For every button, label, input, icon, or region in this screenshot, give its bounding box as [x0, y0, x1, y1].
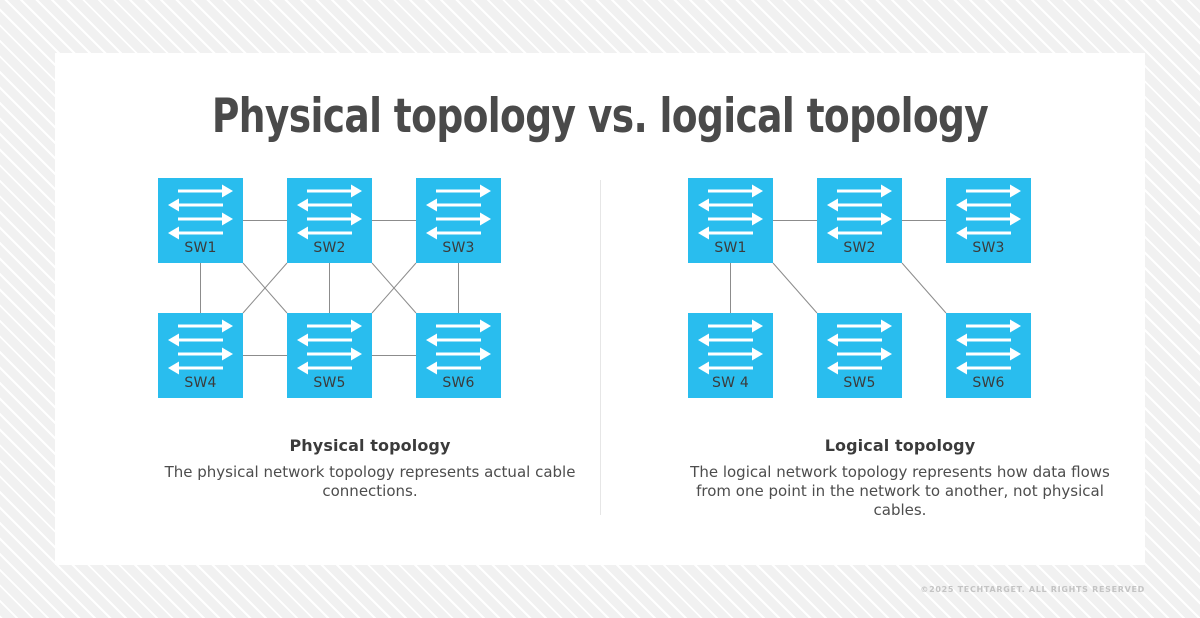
network-switch-icon	[166, 184, 235, 240]
page-title: Physical topology vs. logical topology	[211, 89, 989, 144]
network-switch-icon	[696, 319, 765, 375]
panel-logical-topology: SW1 SW2 SW3 SW 4 SW5 SW6 Logical topology The…	[680, 178, 1120, 538]
switch-node-sw2[interactable]: SW2	[817, 178, 902, 263]
switch-label: SW1	[184, 240, 217, 256]
switch-label: SW1	[714, 240, 747, 256]
switch-node-sw3[interactable]: SW3	[946, 178, 1031, 263]
network-switch-icon	[424, 319, 493, 375]
switch-label: SW4	[184, 375, 217, 391]
switch-node-sw6[interactable]: SW6	[416, 313, 501, 398]
switch-label: SW5	[843, 375, 876, 391]
network-switch-icon	[825, 184, 894, 240]
switch-node-sw1[interactable]: SW1	[688, 178, 773, 263]
panel-divider	[600, 180, 601, 515]
logical-topology-caption: Logical topology The logical network top…	[680, 436, 1120, 521]
network-switch-icon	[954, 319, 1023, 375]
switch-node-sw5[interactable]: SW5	[817, 313, 902, 398]
physical-topology-caption: Physical topology The physical network t…	[150, 436, 590, 501]
switch-label: SW3	[442, 240, 475, 256]
physical-topology-description: The physical network topology represents…	[164, 463, 576, 501]
switch-node-sw1[interactable]: SW1	[158, 178, 243, 263]
switch-label: SW6	[442, 375, 475, 391]
network-switch-icon	[825, 319, 894, 375]
network-switch-icon	[295, 319, 364, 375]
switch-node-sw3[interactable]: SW3	[416, 178, 501, 263]
switch-label: SW3	[972, 240, 1005, 256]
network-switch-icon	[166, 319, 235, 375]
logical-topology-heading: Logical topology	[824, 436, 976, 455]
switch-node-sw6[interactable]: SW6	[946, 313, 1031, 398]
switch-node-sw2[interactable]: SW2	[287, 178, 372, 263]
switch-node-sw5[interactable]: SW5	[287, 313, 372, 398]
switch-label: SW6	[972, 375, 1005, 391]
switch-node-sw4[interactable]: SW4	[158, 313, 243, 398]
copyright-footer: ©2025 TechTarget. All rights reserved	[920, 585, 1145, 594]
logical-topology-diagram: SW1 SW2 SW3 SW 4 SW5 SW6	[688, 178, 1048, 413]
logical-topology-description: The logical network topology represents …	[690, 463, 1110, 520]
switch-label: SW2	[843, 240, 876, 256]
switch-node-sw4[interactable]: SW 4	[688, 313, 773, 398]
switch-label: SW2	[313, 240, 346, 256]
network-switch-icon	[954, 184, 1023, 240]
content-card: Physical topology vs. logical topology S…	[55, 53, 1145, 565]
network-switch-icon	[295, 184, 364, 240]
physical-topology-heading: Physical topology	[289, 436, 451, 455]
network-switch-icon	[424, 184, 493, 240]
network-switch-icon	[696, 184, 765, 240]
switch-label: SW5	[313, 375, 346, 391]
switch-label: SW 4	[712, 375, 749, 391]
